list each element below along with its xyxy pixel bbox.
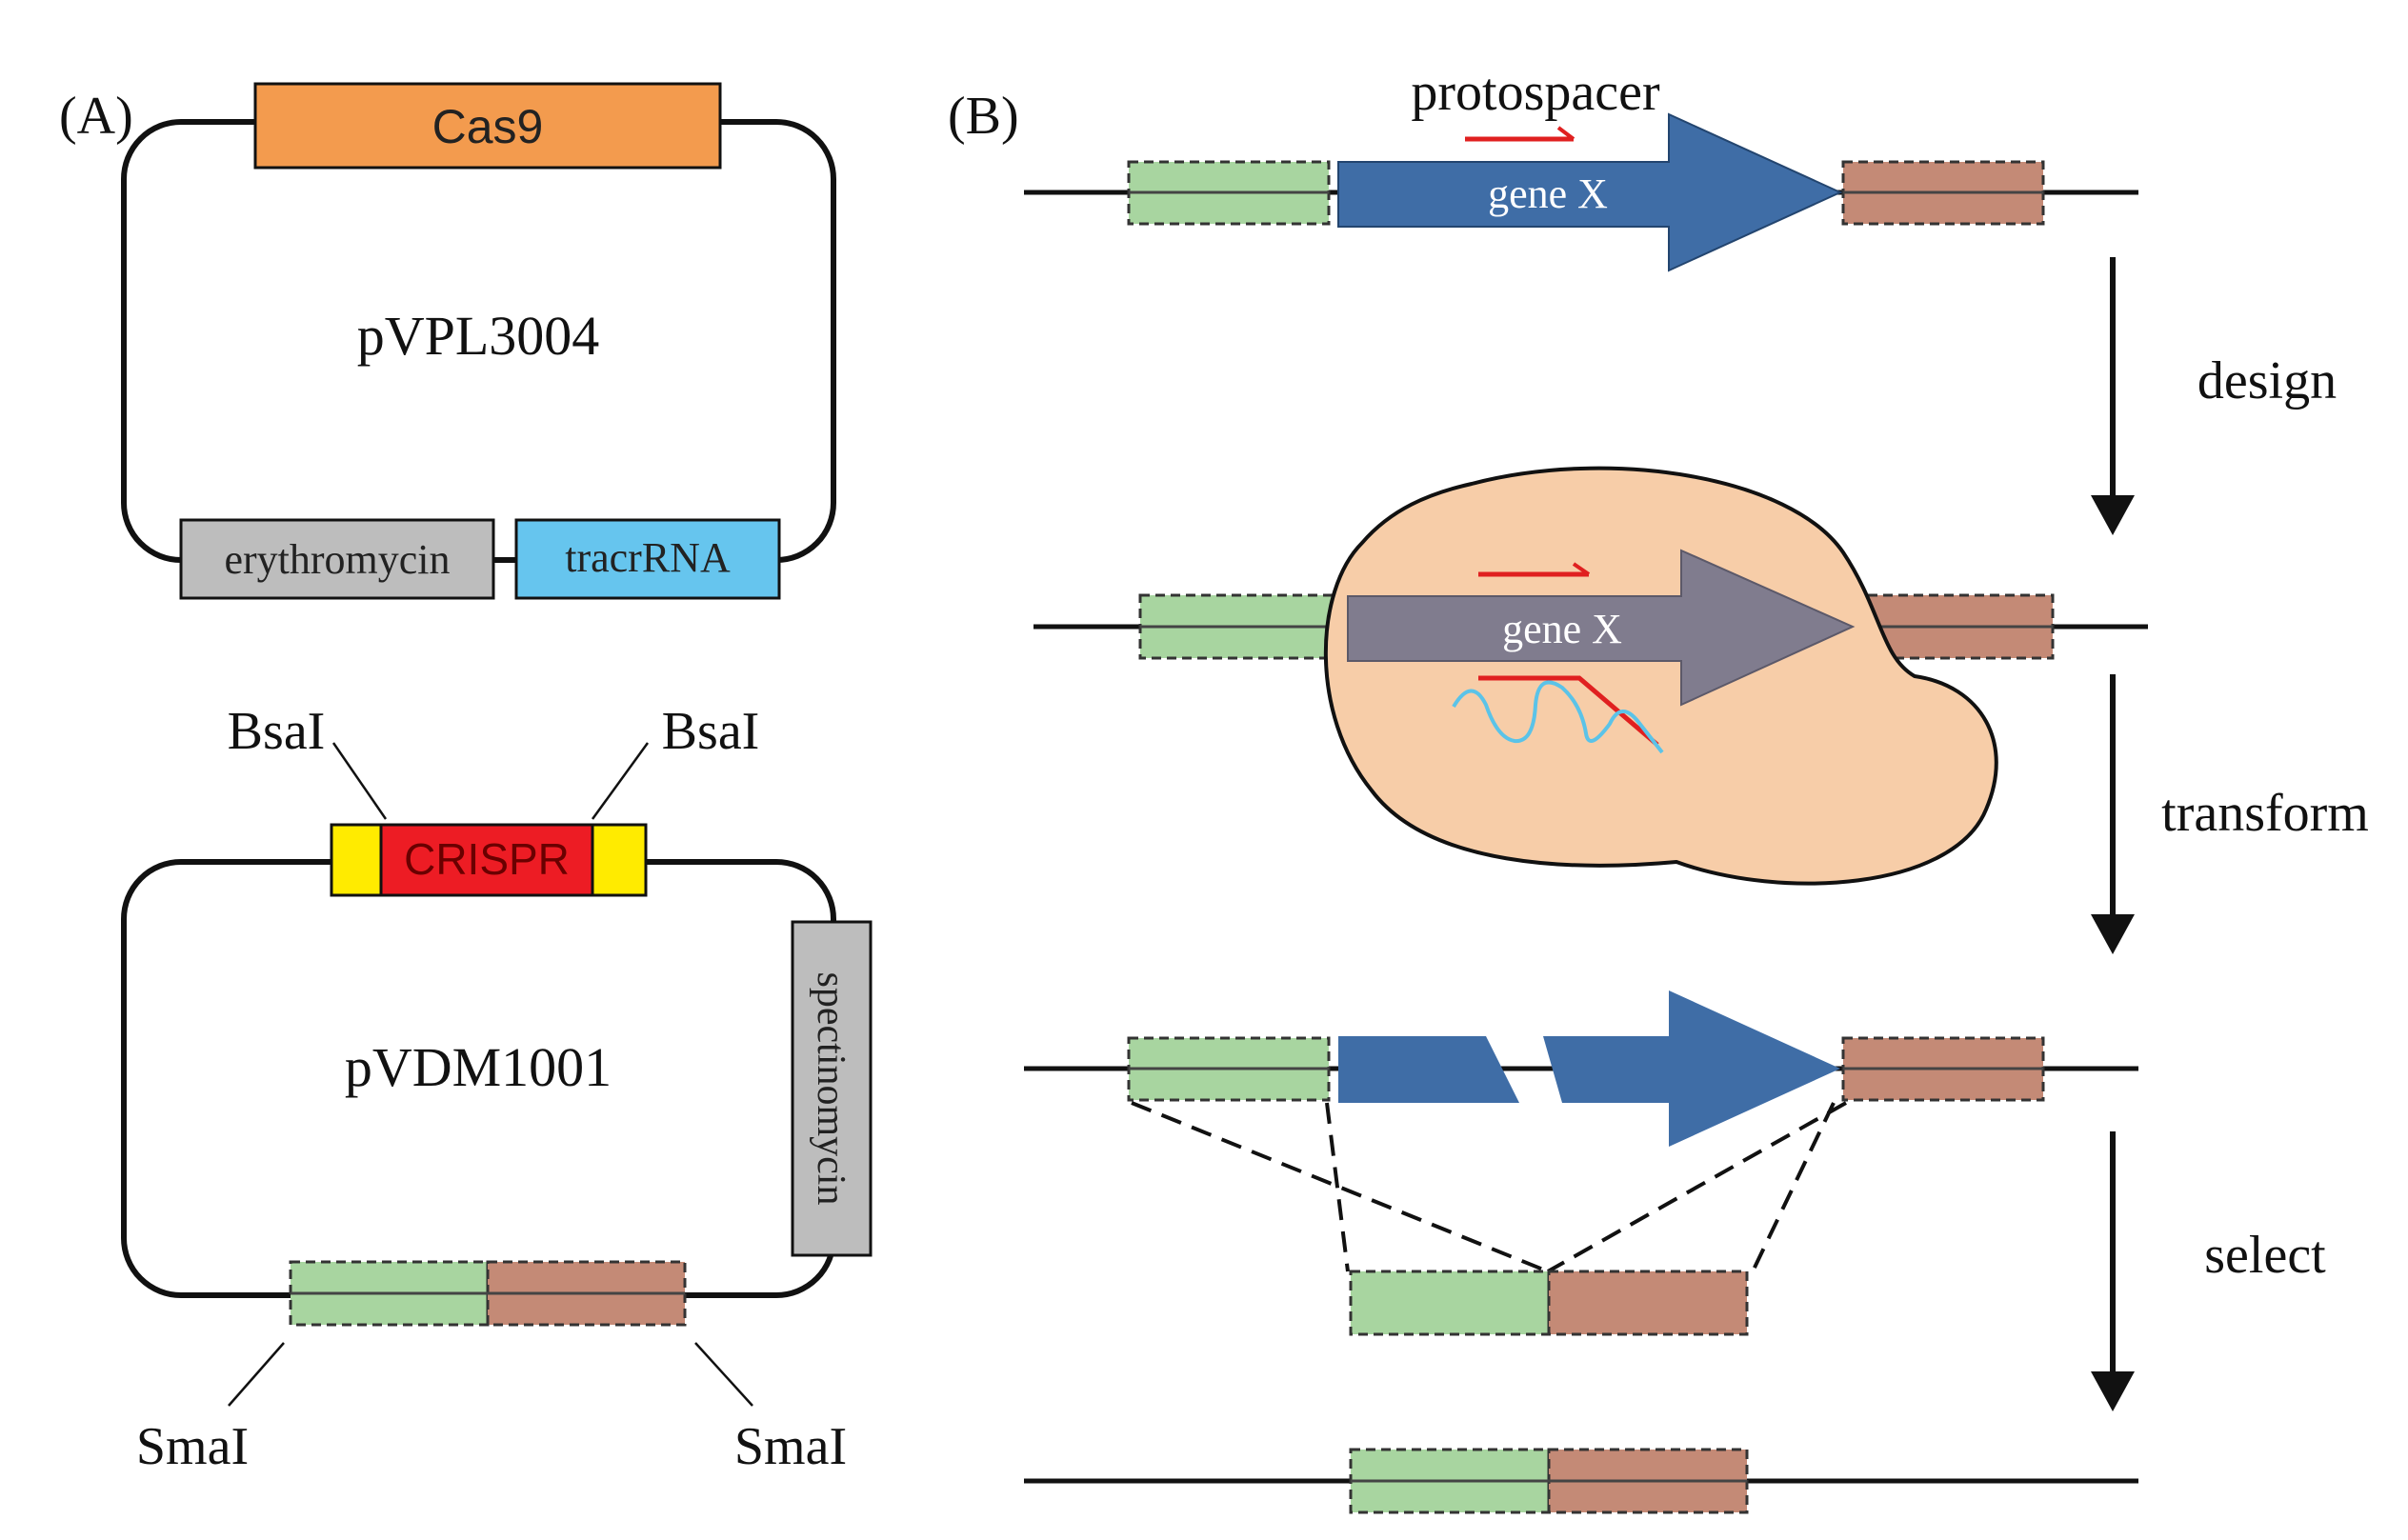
crispr-array <box>379 823 594 897</box>
protospacer-label: protospacer <box>1411 63 1660 122</box>
smai-right-label: SmaI <box>734 1417 847 1476</box>
cleaved-locus-row <box>1024 990 2138 1336</box>
tracrrna-gene: tracrRNA <box>514 518 781 600</box>
panel-b-label: (B) <box>948 87 1019 146</box>
design-label: design <box>2197 351 2337 410</box>
donor-left-arm <box>1349 1270 1551 1336</box>
select-step-arrow <box>2091 1131 2135 1411</box>
crispr-label: CRISPR <box>404 834 570 884</box>
erythromycin-marker: erythromycin <box>179 518 495 600</box>
spectinomycin-marker: spectinomycin <box>791 920 873 1257</box>
tracrrna-label: tracrRNA <box>565 534 731 581</box>
guide-rna-spacer <box>1478 675 1659 747</box>
panel-a-label: (A) <box>59 87 133 146</box>
cas9-complex-row: gene X <box>1033 466 2148 886</box>
gene-x-arrow-bound <box>1347 549 1856 707</box>
gene-x-label: gene X <box>1488 170 1608 217</box>
deletion-result-row <box>1024 1448 2138 1514</box>
transform-label: transform <box>2161 784 2369 843</box>
smai-left-label: SmaI <box>136 1417 249 1476</box>
bsai-left-leader <box>331 742 388 820</box>
design-step-arrow <box>2091 257 2135 535</box>
plasmid2-homology-arms <box>289 1260 687 1327</box>
spectinomycin-label: spectinomycin <box>809 972 853 1206</box>
protospacer-arrow <box>1465 126 1575 142</box>
erythromycin-label: erythromycin <box>224 536 450 583</box>
plasmid1-name: pVPL3004 <box>357 305 600 367</box>
gene-x-fragment-left <box>1338 1036 1519 1103</box>
bsai-right-label: BsaI <box>662 702 760 761</box>
tracrrna-strand <box>1452 680 1664 754</box>
recombination-lines <box>1131 1101 1847 1273</box>
donor-right-arm <box>1547 1270 1749 1336</box>
crispr-cassette: CRISPR <box>330 823 648 897</box>
cas9-protein <box>1323 466 1998 886</box>
select-label: select <box>2204 1226 2326 1285</box>
smai-left-leader <box>228 1342 285 1407</box>
gene-x-arrow <box>1337 112 1843 272</box>
cas9-gene: Cas9 <box>253 82 722 170</box>
protospacer-arrow-2 <box>1478 562 1591 577</box>
smai-right-leader <box>694 1342 753 1407</box>
bsai-right-leader <box>591 742 650 820</box>
gene-x-fragment-right <box>1543 990 1840 1147</box>
transform-step-arrow <box>2091 674 2135 954</box>
plasmid2-name: pVDM1001 <box>345 1036 612 1098</box>
bsai-left-label: BsaI <box>228 702 326 761</box>
gene-x-label-2: gene X <box>1502 606 1622 652</box>
cas9-label: Cas9 <box>432 100 544 153</box>
target-locus: gene X <box>1024 112 2138 272</box>
